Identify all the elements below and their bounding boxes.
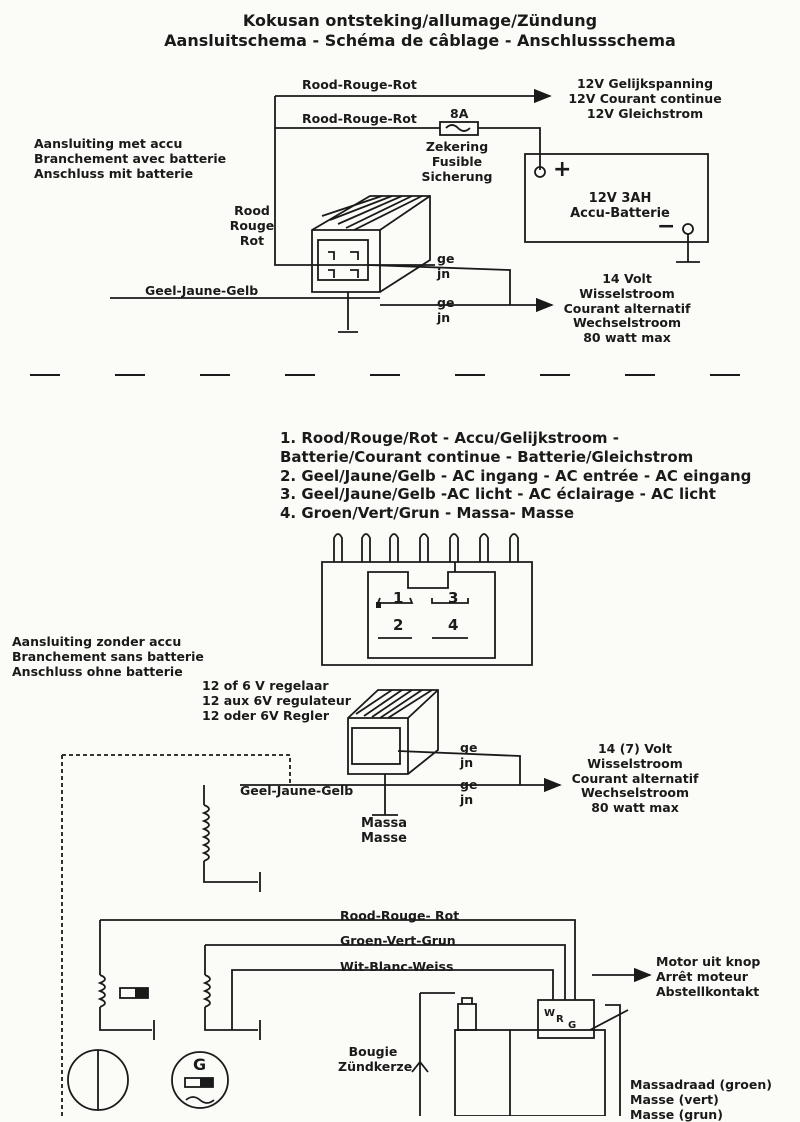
ge-label-1: ge (437, 251, 455, 266)
white-wire-bottom (231, 969, 554, 1030)
pin-4: 4 (448, 616, 459, 634)
cdi-pin-g: G (568, 1020, 576, 1031)
jn-label-1: jn (437, 266, 451, 281)
dc-output-label: 12V Gelijkspanning 12V Courant continue … (568, 76, 722, 121)
ac-output-label-bottom: 14 (7) Volt Wisselstroom Courant alterna… (571, 741, 699, 815)
red-wire-label-bottom: Rood-Rouge- Rot (340, 908, 460, 923)
generator-symbol (171, 1051, 229, 1109)
white-wire-label: Wit-Blanc-Weiss (340, 959, 454, 974)
fuse-rating: 8A (450, 106, 469, 121)
spark-plug-label: Bougie Zündkerze (338, 1044, 413, 1074)
without-battery-label: Aansluiting zonder accu Branchement sans… (12, 634, 204, 679)
ac-output-label: 14 Volt Wisselstroom Courant alternatif … (563, 271, 691, 345)
yellow-wire-label: Geel-Jaune-Gelb (145, 283, 259, 298)
ge-label-2: ge (437, 295, 455, 310)
fuse-label: Zekering Fusible Sicherung (421, 139, 493, 184)
battery-label: 12V 3AH Accu-Batterie (570, 191, 670, 222)
green-wire-bottom (205, 944, 566, 1000)
pin-1: 1 (393, 589, 404, 607)
regulator-top (311, 195, 431, 293)
generator-letter: G (193, 1055, 207, 1074)
cdi-pin-w: W (544, 1008, 555, 1019)
cdi-pin-r: R (556, 1014, 564, 1025)
fuse (439, 121, 479, 136)
regulator-label: 12 of 6 V regelaar 12 aux 6V regulateur … (202, 678, 351, 723)
battery-minus: − (657, 214, 676, 239)
jn-label-4: jn (460, 792, 474, 807)
green-wire-label: Groen-Vert-Grun (340, 933, 456, 948)
ground-label: Massa Masse (360, 816, 407, 847)
ground-wire-label: Massadraad (groen) Masse (vert) Masse (g… (630, 1077, 772, 1122)
kill-switch-label: Motor uit knop Arrêt moteur Abstellkonta… (656, 954, 761, 999)
jn-label-3: jn (460, 755, 474, 770)
pin-legend: 1. Rood/Rouge/Rot - Accu/Gelijkstroom - … (280, 429, 752, 522)
red-wire-bottom (100, 919, 576, 1000)
title-line-2: Aansluitschema - Schéma de câblage - Ans… (164, 31, 676, 50)
title-line-1: Kokusan ontsteking/allumage/Zündung (242, 11, 598, 30)
battery-box (524, 153, 709, 243)
red-wire-label-1: Rood-Rouge-Rot (302, 77, 417, 92)
pin-2: 2 (393, 616, 404, 634)
red-wire-label-2: Rood-Rouge-Rot (302, 111, 417, 126)
yellow-wire-label-bottom: Geel-Jaune-Gelb (240, 783, 354, 798)
ge-label-4: ge (460, 777, 478, 792)
regulator-large (321, 533, 533, 666)
pin-3: 3 (448, 589, 459, 607)
with-battery-label: Aansluiting met accu Branchement avec ba… (34, 136, 227, 181)
regulator-bottom (347, 689, 439, 775)
ge-label-3: ge (460, 740, 478, 755)
battery-plus: + (553, 157, 572, 182)
cdi-unit (537, 999, 595, 1039)
red-label-vertical: Rood Rouge Rot (229, 203, 275, 248)
jn-label-2: jn (437, 310, 451, 325)
